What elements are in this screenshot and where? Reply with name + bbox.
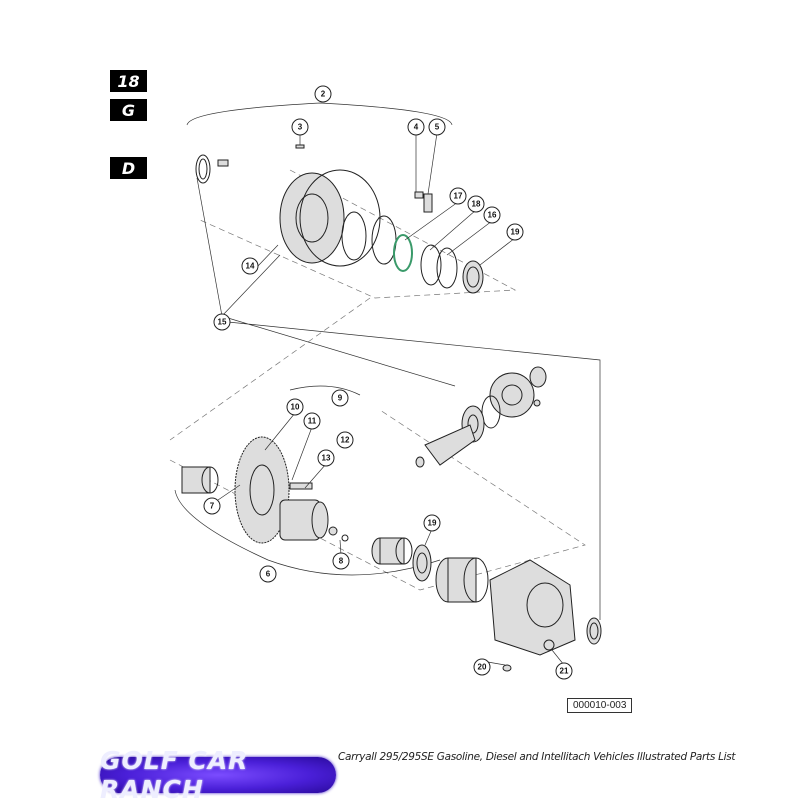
footer-text: Carryall 295/295SE Gasoline, Diesel and …	[338, 751, 736, 763]
callout-circle	[259, 565, 277, 583]
callout-4: 4	[407, 118, 425, 136]
callout-number: 21	[560, 667, 569, 676]
callout-number: 17	[454, 192, 463, 201]
callout-number: 19	[511, 228, 520, 237]
callout-16: 16	[483, 206, 501, 224]
callout-18: 18	[467, 195, 485, 213]
callout-9: 9	[331, 389, 349, 407]
callout-circle	[555, 662, 573, 680]
callout-number: 16	[488, 211, 497, 220]
callout-circle	[483, 206, 501, 224]
callout-circle	[203, 497, 221, 515]
callout-circle	[449, 187, 467, 205]
callout-2: 2	[314, 85, 332, 103]
callout-8: 8	[332, 552, 350, 570]
callout-number: 13	[322, 454, 331, 463]
guide-lines	[169, 102, 586, 591]
golf-car-ranch-logo: GOLF CAR RANCH	[100, 746, 336, 804]
callout-number: 11	[308, 417, 317, 426]
callout-number: 19	[428, 519, 437, 528]
callout-circle	[407, 118, 425, 136]
callout-circle	[336, 431, 354, 449]
callout-21: 21	[555, 662, 573, 680]
callout-number: 4	[414, 123, 419, 132]
callout-circle	[314, 85, 332, 103]
callout-12: 12	[336, 431, 354, 449]
middle-housing-parts	[415, 366, 547, 468]
callout-circle	[213, 313, 231, 331]
callout-circle	[467, 195, 485, 213]
callout-number: 15	[218, 318, 227, 327]
callout-number: 10	[291, 403, 300, 412]
callout-number: 3	[298, 123, 303, 132]
callout-3: 3	[291, 118, 309, 136]
callout-number: 20	[478, 663, 487, 672]
callout-group: 2 3 4 5 17 18 16 19 14 15 9 10 11 12 13 7 8 6 19 20 21	[203, 85, 573, 680]
callout-circle	[332, 552, 350, 570]
callout-circle	[241, 257, 259, 275]
callout-number: 6	[266, 570, 271, 579]
callout-number: 18	[472, 200, 481, 209]
callout-circle	[473, 658, 491, 676]
callout-number: 5	[435, 123, 440, 132]
callout-circle	[428, 118, 446, 136]
callout-20: 20	[473, 658, 491, 676]
callout-circle	[423, 514, 441, 532]
callout-5: 5	[428, 118, 446, 136]
callout-circle	[291, 118, 309, 136]
callout-number: 2	[321, 90, 326, 99]
callout-circle	[331, 389, 349, 407]
callout-number: 8	[339, 557, 344, 566]
callout-11: 11	[303, 412, 321, 430]
callout-15: 15	[213, 313, 231, 331]
figure-id-label: 000010-003	[567, 698, 633, 713]
callout-number: 7	[210, 502, 215, 511]
callout-circle	[303, 412, 321, 430]
callout-19: 19	[423, 514, 441, 532]
section-tab-letter-g[interactable]: G	[110, 99, 147, 121]
leader-lines	[196, 132, 601, 666]
section-tab-letter-d[interactable]: D	[110, 157, 147, 179]
callout-number: 12	[341, 436, 350, 445]
callout-19: 19	[506, 223, 524, 241]
callout-number: 14	[246, 262, 255, 271]
lower-housing-parts	[489, 559, 602, 672]
callout-number: 9	[338, 394, 343, 403]
upper-housing-parts	[195, 144, 484, 294]
callout-10: 10	[286, 398, 304, 416]
callout-6: 6	[259, 565, 277, 583]
callout-7: 7	[203, 497, 221, 515]
differential-parts	[181, 436, 489, 603]
callout-14: 14	[241, 257, 259, 275]
callout-circle	[317, 449, 335, 467]
callout-circle	[286, 398, 304, 416]
section-tab-number[interactable]: 18	[110, 70, 147, 92]
callout-17: 17	[449, 187, 467, 205]
callout-circle	[506, 223, 524, 241]
callout-13: 13	[317, 449, 335, 467]
